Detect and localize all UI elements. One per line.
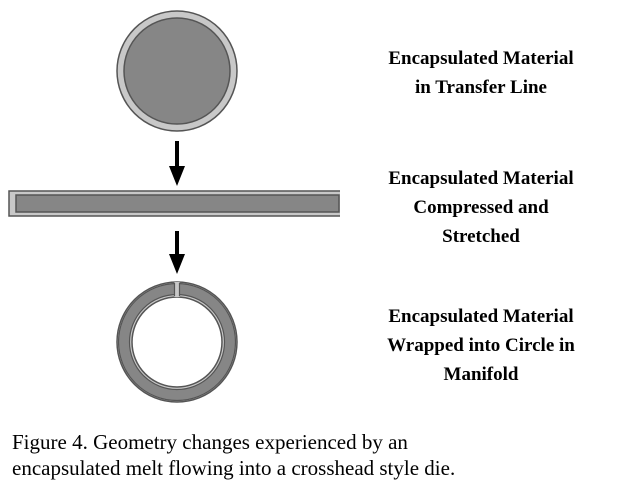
label-line: in Transfer Line <box>415 77 547 98</box>
label-line: Manifold <box>443 364 519 385</box>
stage-label-manifold: Encapsulated Material Wrapped into Circl… <box>350 302 612 389</box>
manifold-ring-cross-section <box>116 281 238 403</box>
geometry-diagram <box>8 10 340 403</box>
caption-line: Figure 4. Geometry changes experienced b… <box>12 430 408 454</box>
compressed-slab-core <box>15 194 340 213</box>
label-line: Stretched <box>442 226 520 247</box>
down-arrow-icon <box>169 141 185 186</box>
down-arrow-icon <box>169 231 185 274</box>
label-line: Encapsulated Material <box>388 168 574 189</box>
compressed-slab-cross-section <box>8 190 340 217</box>
label-line: Encapsulated Material <box>388 306 574 327</box>
manifold-ring-inner <box>131 296 223 388</box>
stage-label-compressed: Encapsulated Material Compressed and Str… <box>350 164 612 251</box>
caption-line: encapsulated melt flowing into a crosshe… <box>12 456 456 480</box>
weld-seam-gap <box>174 282 180 297</box>
label-line: Compressed and <box>413 197 549 218</box>
label-line: Encapsulated Material <box>388 48 574 69</box>
encapsulated-core-circle <box>123 17 231 125</box>
transfer-line-cross-section <box>116 10 238 132</box>
stage-label-transfer-line: Encapsulated Material in Transfer Line <box>350 44 612 102</box>
label-line: Wrapped into Circle in <box>387 335 575 356</box>
figure-caption: Figure 4. Geometry changes experienced b… <box>12 429 617 481</box>
